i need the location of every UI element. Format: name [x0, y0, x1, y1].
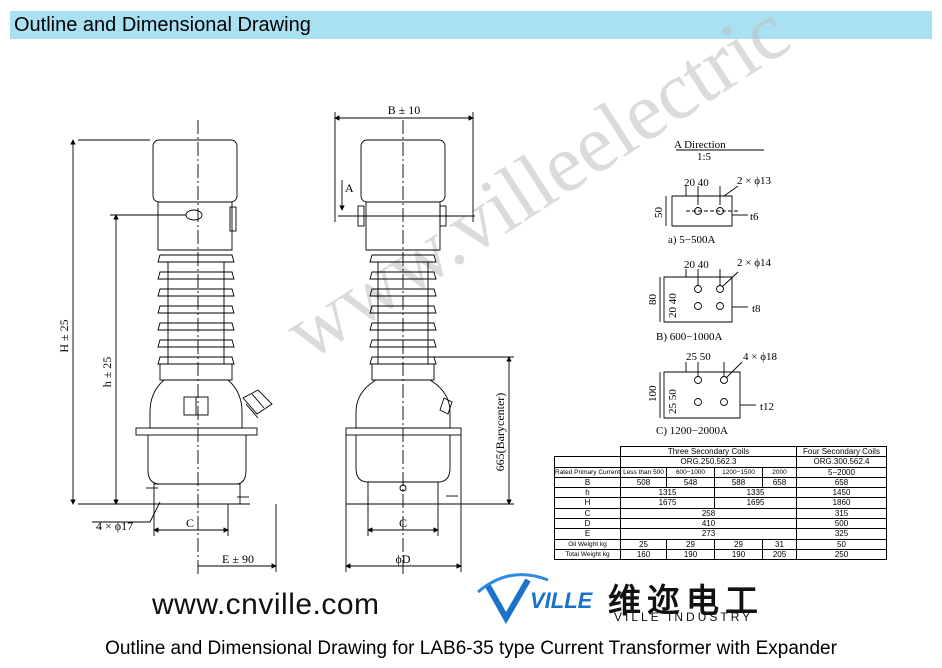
- holes-label: 4 × ϕ17: [96, 519, 133, 533]
- detail-c: [659, 361, 756, 419]
- c-pitch: 25 50: [686, 351, 711, 363]
- scale-label: 1:5: [697, 151, 712, 163]
- side-view: [334, 112, 514, 575]
- logo-cn-text: 维迩电工: [608, 581, 764, 620]
- website-link[interactable]: www.cnville.com: [152, 588, 380, 621]
- c-height: 100: [647, 385, 659, 402]
- side-dim-C: C: [399, 516, 407, 530]
- table-row: C 258 315: [554, 507, 887, 520]
- a-thick: t6: [750, 211, 759, 223]
- b-vpitch: 20 40: [667, 293, 679, 318]
- detail-a: [665, 149, 764, 227]
- direction-label: A Direction: [674, 139, 726, 151]
- table-row: h 1315 1335 1450: [554, 487, 887, 499]
- three-org: ORG.250.562.3: [620, 456, 797, 468]
- table-row: E 273 325: [554, 528, 887, 540]
- header-bar: [10, 11, 932, 39]
- three-title: Three Secondary Coils: [620, 445, 797, 458]
- figure-caption: Outline and Dimensional Drawing for LAB6…: [105, 638, 837, 659]
- four-current: 5−2000: [796, 466, 887, 478]
- table-corner: [554, 446, 621, 458]
- a-pitch: 20 40: [684, 177, 709, 189]
- spec-table: Three Secondary Coils Four Secondary Coi…: [554, 445, 887, 561]
- four-org: ORG.300.562.4: [796, 456, 887, 468]
- b-holes: 2 × ϕ14: [737, 257, 771, 269]
- current-0: Less than 500: [620, 466, 667, 478]
- table-row: D 410 500: [554, 518, 887, 530]
- a-height: 50: [653, 207, 665, 219]
- current-3: 2000: [762, 466, 797, 478]
- rated-label: Rated Primary Current(A): [554, 466, 621, 478]
- logo-brand: VILLE: [530, 588, 593, 613]
- c-label: C) 1200−2000A: [656, 425, 728, 437]
- dim-E-label: E ± 90: [222, 552, 254, 566]
- four-title: Four Secondary Coils: [796, 445, 887, 458]
- b-pitch: 20 40: [684, 259, 709, 271]
- logo-en-text: VILLE INDUSTRY: [614, 610, 754, 624]
- side-sheds: [369, 254, 437, 365]
- dim-B-label: B ± 10: [388, 103, 421, 117]
- c-vpitch: 25 50: [667, 389, 679, 414]
- c-thick: t12: [760, 401, 774, 413]
- current-1: 600−1000: [666, 466, 715, 478]
- detail-b: [659, 269, 748, 323]
- a-label: a) 5−500A: [668, 234, 715, 246]
- page-title: Outline and Dimensional Drawing: [14, 14, 311, 36]
- table-row: B 508 548 588 658 658: [554, 476, 887, 489]
- dim-H-label: H ± 25: [57, 319, 71, 352]
- table-row: H 1675 1695 1860: [554, 497, 887, 509]
- c-holes: 4 × ϕ18: [743, 351, 777, 363]
- table-row: Oil Weight kg 25 29 29 31 50: [554, 538, 887, 550]
- barycenter-label: 665(Barycenter): [493, 393, 507, 472]
- b-height: 80: [647, 294, 659, 306]
- front-dim-C: C: [186, 516, 194, 530]
- arrow-A-label: A: [345, 181, 354, 195]
- dim-h-label: h ± 25: [100, 357, 114, 388]
- b-thick: t8: [752, 303, 761, 315]
- b-label: B) 600−1000A: [656, 331, 722, 343]
- table-row: Total Weight kg 160 190 190 205 250: [554, 548, 887, 561]
- dim-D-label: ϕD: [396, 552, 411, 566]
- a-holes: 2 × ϕ13: [737, 175, 771, 187]
- front-view: [70, 120, 277, 575]
- logo-mark: [477, 573, 549, 625]
- front-sheds: [157, 254, 235, 365]
- current-2: 1200−1500: [714, 466, 763, 478]
